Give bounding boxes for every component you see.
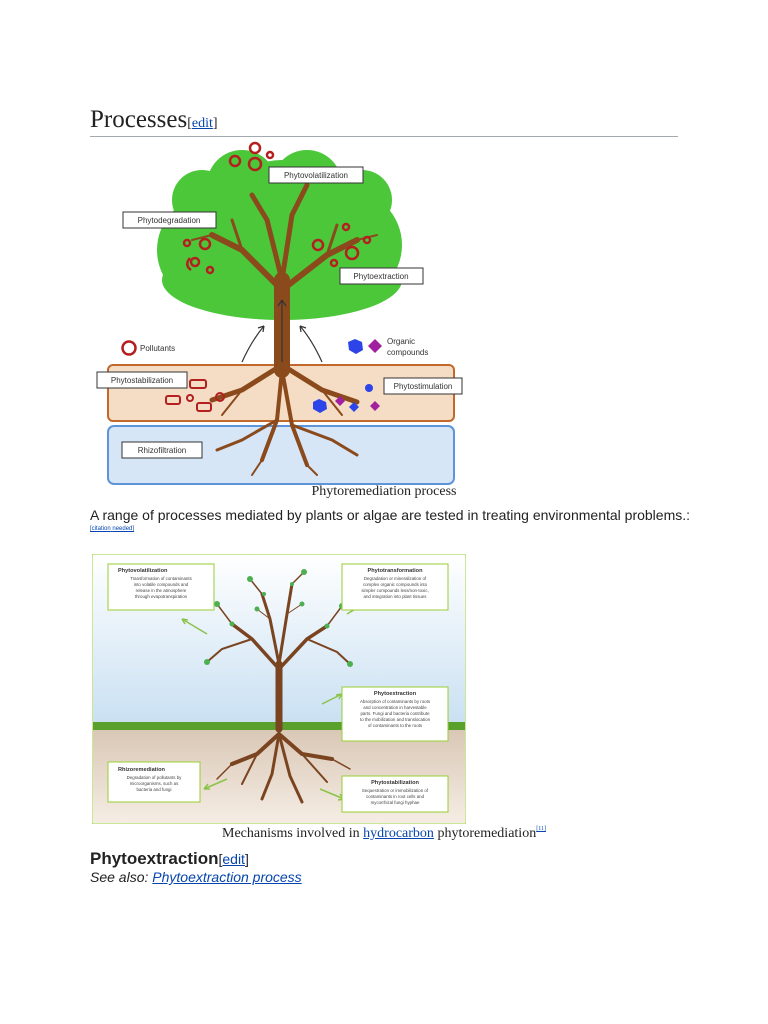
organic-legend-diamond xyxy=(368,339,382,353)
svg-text:parts. Fungi and bacteria cont: parts. Fungi and bacteria contribute xyxy=(360,711,430,716)
paragraph-text: A range of processes mediated by plants … xyxy=(90,507,691,523)
pollutants-legend-icon xyxy=(121,340,137,356)
figure2-leaves xyxy=(204,569,353,667)
reference-link[interactable]: [11] xyxy=(536,826,546,832)
caption-suffix: phytoremediation xyxy=(433,826,537,841)
svg-text:Phytoextraction: Phytoextraction xyxy=(353,272,408,281)
box-phytoextraction: Phytoextraction Absorption of contaminan… xyxy=(341,686,449,742)
pollutants-label: Pollutants xyxy=(140,344,175,353)
soil-pollutants xyxy=(165,379,225,412)
bracket-open: [ xyxy=(187,116,192,131)
svg-text:Absorption of contaminants by: Absorption of contaminants by roots xyxy=(360,699,431,704)
svg-text:Phytostabilization: Phytostabilization xyxy=(371,780,419,786)
svg-text:Phytostimulation: Phytostimulation xyxy=(394,382,453,391)
svg-text:Degradation or mineralization: Degradation or mineralization of xyxy=(364,576,427,581)
organic-compounds-soil xyxy=(313,384,380,413)
edit-subsection-link[interactable]: edit xyxy=(222,851,245,867)
svg-text:bacteria and fungi: bacteria and fungi xyxy=(137,787,172,792)
section-heading: Processes[edit] xyxy=(90,106,218,134)
label-phytodegradation: Phytodegradation xyxy=(122,211,217,229)
bracket-close: ] xyxy=(244,851,249,867)
svg-text:Phytovolatilization: Phytovolatilization xyxy=(284,171,348,180)
edit-section-link[interactable]: edit xyxy=(191,116,213,131)
organic-label-line2: compounds xyxy=(387,348,428,357)
edit-section-link-wrapper: [edit] xyxy=(187,116,217,131)
svg-text:contaminants in root cells and: contaminants in root cells and xyxy=(366,794,425,799)
bracket-close: ] xyxy=(212,116,218,131)
intro-paragraph: A range of processes mediated by plants … xyxy=(90,508,690,536)
water-layer xyxy=(107,425,455,485)
svg-text:Transformation of contaminants: Transformation of contaminants xyxy=(130,576,192,581)
pollutant-particles xyxy=(182,141,372,275)
svg-text:and concentration in harvestab: and concentration in harvestable xyxy=(363,705,427,710)
label-rhizofiltration: Rhizofiltration xyxy=(121,441,203,459)
see-also-prefix: See also: xyxy=(90,869,153,885)
svg-text:mycorrhizal fungi hyphae: mycorrhizal fungi hyphae xyxy=(371,800,420,805)
label-phytostabilization: Phytostabilization xyxy=(96,371,188,389)
svg-text:Phytotransformation: Phytotransformation xyxy=(367,568,423,574)
label-phytoextraction: Phytoextraction xyxy=(339,267,424,285)
bracket-open: [ xyxy=(218,851,223,867)
uptake-arrows xyxy=(241,299,323,363)
svg-text:of contaminants to the roots: of contaminants to the roots xyxy=(368,723,423,728)
phytoremediation-diagram: Pollutants Organic compounds Phytovolati… xyxy=(96,141,463,485)
box-rhizoremediation: Rhizoremediation Degradation of pollutan… xyxy=(107,761,201,803)
caption-prefix: Mechanisms involved in xyxy=(222,826,364,841)
svg-text:Rhizofiltration: Rhizofiltration xyxy=(138,446,186,455)
box-phytovolatilization: Phytovolatilization Transformation of co… xyxy=(107,563,215,611)
hydrocarbon-link[interactable]: hydrocarbon xyxy=(363,826,434,841)
svg-text:and integration into plant tis: and integration into plant tissues xyxy=(364,594,428,599)
svg-text:Phytoextraction: Phytoextraction xyxy=(374,691,417,697)
see-also-line: See also: Phytoextraction process xyxy=(90,869,302,885)
svg-text:to the mobilization and transl: to the mobilization and translocation xyxy=(360,717,431,722)
figure1-caption: Phytoremediation process xyxy=(311,484,457,499)
subsection-heading: Phytoextraction[edit] xyxy=(90,849,249,869)
svg-text:simpler compounds less/non-tox: simpler compounds less/non-toxic, xyxy=(361,588,428,593)
svg-text:Degradation of pollutants by: Degradation of pollutants by xyxy=(127,775,182,780)
section-title: Processes xyxy=(90,106,188,133)
label-phytostimulation: Phytostimulation xyxy=(383,377,463,395)
svg-text:complex organic compounds into: complex organic compounds into xyxy=(363,582,428,587)
subsection-title: Phytoextraction xyxy=(90,849,219,868)
citation-needed-link[interactable]: [citation needed] xyxy=(90,526,135,532)
svg-text:release in the atmosphere: release in the atmosphere xyxy=(136,588,187,593)
svg-text:Sequestration or immobilizatio: Sequestration or immobilization of xyxy=(362,788,429,793)
label-phytovolatilization: Phytovolatilization xyxy=(268,166,364,184)
box-phytotransformation: Phytotransformation Degradation or miner… xyxy=(341,563,449,611)
figure2-caption: Mechanisms involved in hydrocarbon phyto… xyxy=(90,826,678,842)
svg-text:Phytovolatilization: Phytovolatilization xyxy=(118,568,168,574)
svg-text:Rhizoremediation: Rhizoremediation xyxy=(118,767,166,773)
heading-divider xyxy=(90,136,678,137)
organic-label-line1: Organic xyxy=(387,337,415,346)
svg-text:microorganisms, such as: microorganisms, such as xyxy=(130,781,179,786)
svg-text:through evapotranspiration: through evapotranspiration xyxy=(135,594,188,599)
svg-text:into volatile compounds and: into volatile compounds and xyxy=(134,582,189,587)
phytoextraction-process-link[interactable]: Phytoextraction process xyxy=(152,869,302,885)
svg-text:Phytodegradation: Phytodegradation xyxy=(138,216,201,225)
box-phytostabilization: Phytostabilization Sequestration or immo… xyxy=(341,775,449,813)
tree-roots xyxy=(209,362,360,476)
hydrocarbon-mechanisms-diagram: Phytovolatilization Transformation of co… xyxy=(92,554,466,824)
svg-text:Phytostabilization: Phytostabilization xyxy=(111,376,173,385)
organic-legend-hexagon xyxy=(348,339,363,354)
